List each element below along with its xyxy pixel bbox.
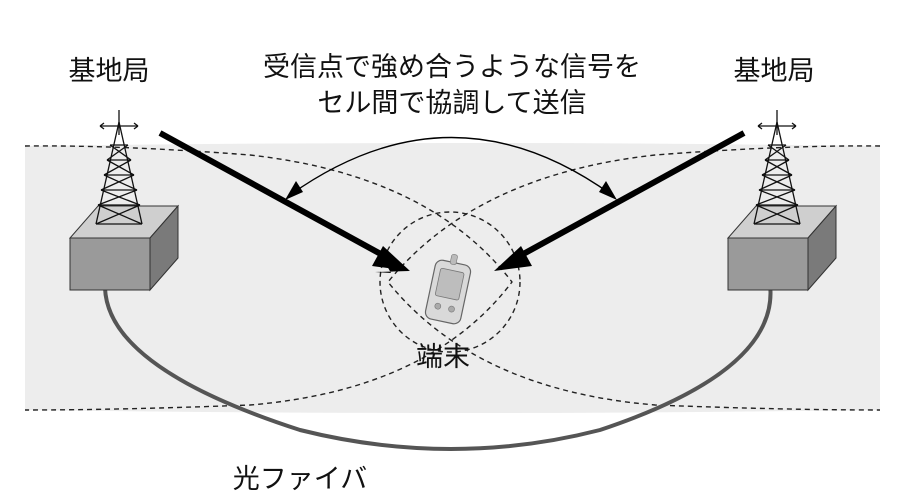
signal-arrow-right bbox=[514, 130, 746, 261]
antenna-tower-icon bbox=[95, 110, 143, 225]
signal-arrowhead-left-fill bbox=[372, 246, 410, 271]
right-cell-boundary bbox=[387, 145, 881, 411]
optical-fiber-line bbox=[103, 283, 773, 451]
left-box-side bbox=[149, 204, 179, 292]
antenna-tower-icon bbox=[753, 110, 801, 225]
coordination-arrowhead-right bbox=[599, 181, 617, 200]
left-box-front bbox=[69, 237, 151, 291]
terminal-label: 端末 bbox=[416, 342, 470, 373]
optical-fiber-label: 光ファイバ bbox=[233, 464, 367, 495]
signal-arrow-left bbox=[158, 130, 390, 261]
signal-arrowhead-right-fill bbox=[494, 246, 532, 271]
right-box-front bbox=[727, 237, 809, 291]
base-station-right-label: 基地局 bbox=[734, 56, 815, 87]
terminal-area-circle bbox=[379, 211, 521, 353]
caption-line2: セル間で協調して送信 bbox=[317, 88, 586, 119]
right-box-side bbox=[807, 204, 837, 292]
left-cell-boundary bbox=[24, 145, 513, 411]
coordination-arrowhead-left bbox=[285, 181, 303, 200]
left-base-station bbox=[68, 110, 180, 292]
right-base-station bbox=[726, 110, 838, 292]
caption-line1: 受信点で強め合うような信号を bbox=[263, 52, 641, 83]
pda-phone-icon bbox=[424, 254, 472, 325]
coordination-arc bbox=[289, 136, 613, 196]
base-station-left-label: 基地局 bbox=[69, 56, 150, 87]
